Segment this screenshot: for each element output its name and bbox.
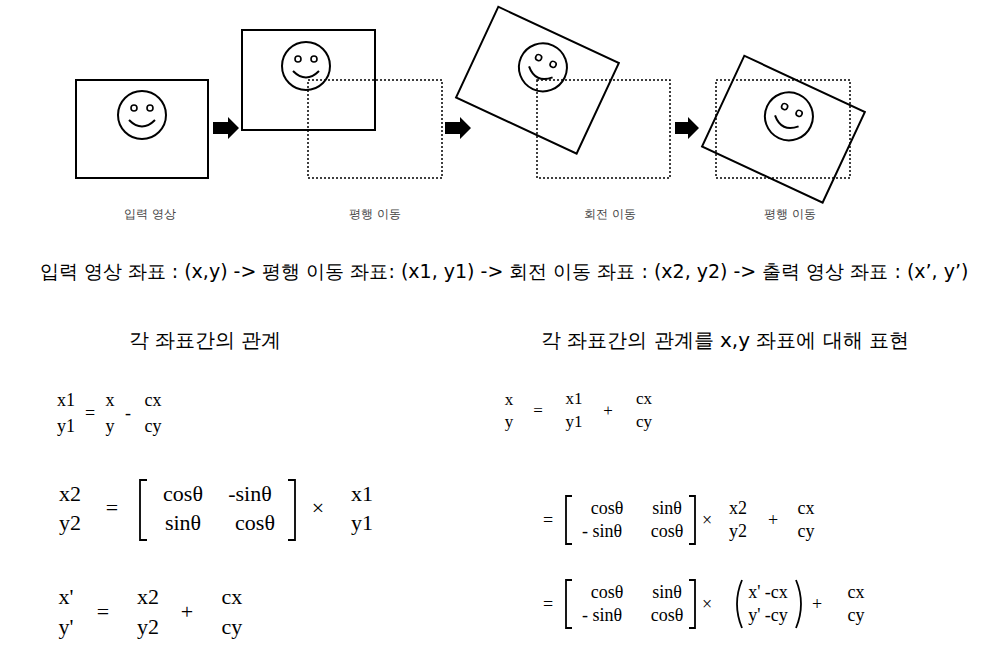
panel-caption: 평행 이동: [349, 208, 401, 222]
equation-term: =: [543, 594, 553, 615]
equation-term: -: [125, 403, 131, 424]
block-arrow: [213, 117, 239, 139]
equation-term: x' -cx: [748, 582, 788, 603]
equation-term: x2: [137, 584, 159, 609]
equation-term: =: [106, 495, 118, 520]
image-panel: 평행 이동: [240, 20, 444, 225]
equation-term: y2: [137, 614, 159, 639]
equation-term: cx: [636, 389, 652, 409]
equation-term: y2: [59, 510, 81, 535]
equation-term: cx: [145, 390, 162, 411]
equation-term: cx: [848, 582, 865, 603]
equation-term: y1: [566, 412, 583, 432]
equation-term: x: [505, 390, 514, 410]
image-panel: 입력 영상: [70, 20, 212, 225]
equation-term: cosθ: [651, 605, 684, 626]
equation-term: +: [812, 594, 822, 615]
equation-term: sinθ: [652, 582, 682, 603]
block-arrow: [445, 117, 471, 139]
equation-term: ×: [702, 510, 712, 531]
block-arrow: [675, 117, 699, 139]
section-heading: 각 좌표간의 관계를 x,y 좌표에 대해 표현: [541, 329, 909, 352]
flow-text: 입력 영상 좌표 : (x,y) -> 평행 이동 좌표: (x1, y1) -…: [40, 261, 969, 283]
equation-term: -sinθ: [228, 481, 272, 506]
equation-term: cosθ: [163, 481, 203, 506]
equation-term: cy: [848, 605, 865, 626]
equation-term: y: [505, 412, 514, 432]
equation-term: =: [543, 510, 553, 531]
equation-term: ×: [312, 495, 324, 520]
equation-term: - sinθ: [582, 605, 622, 626]
equation-term: ×: [702, 594, 712, 615]
image-panel: 회전 이동: [472, 20, 674, 225]
panel-caption: 회전 이동: [584, 208, 636, 222]
equation-term: cosθ: [651, 521, 684, 542]
equation-term: cosθ: [591, 582, 624, 603]
equation-term: x2: [729, 498, 747, 519]
equation-term: =: [533, 401, 543, 421]
equation-term: +: [603, 401, 613, 421]
equation-term: sinθ: [165, 510, 201, 535]
equation-term: =: [85, 403, 95, 424]
equation-term: cy: [222, 614, 243, 639]
equation-term: x2: [59, 481, 81, 506]
image-panel: 평행 이동: [700, 20, 872, 225]
equation-term: x1: [566, 389, 583, 409]
equation-term: cy: [798, 521, 815, 542]
equation-term: cy: [145, 416, 162, 437]
equation-term: cosθ: [235, 510, 275, 535]
equation-term: x1: [57, 390, 75, 411]
equation-term: x1: [351, 481, 373, 506]
equation-term: x: [106, 390, 115, 411]
equation-term: =: [97, 599, 109, 624]
equation-term: cosθ: [591, 498, 624, 519]
equation-term: x': [59, 584, 74, 609]
equation-term: +: [181, 599, 193, 624]
panel-caption: 평행 이동: [764, 208, 816, 222]
equation-term: y1: [351, 510, 373, 535]
equation-term: - sinθ: [582, 521, 622, 542]
equation-term: y': [59, 614, 74, 639]
equation-term: y2: [729, 521, 747, 542]
equation-term: sinθ: [652, 498, 682, 519]
equation-term: +: [768, 510, 778, 531]
equation-term: y: [106, 416, 115, 437]
equation-term: y1: [57, 416, 75, 437]
equation-term: y' -cy: [748, 605, 788, 626]
equation-term: cx: [798, 498, 815, 519]
equation-term: cx: [222, 584, 243, 609]
panel-caption: 입력 영상: [124, 208, 176, 222]
section-heading: 각 좌표간의 관계: [129, 329, 282, 352]
equation-term: cy: [636, 412, 652, 432]
